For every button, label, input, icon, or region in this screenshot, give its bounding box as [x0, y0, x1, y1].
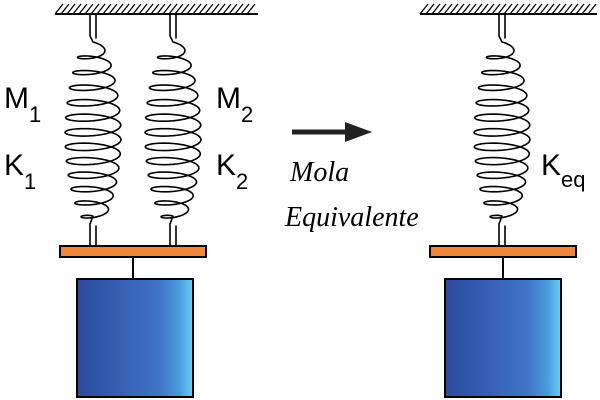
ceiling-hatch-line — [54, 3, 64, 15]
ceiling-hatch-line — [234, 3, 244, 15]
ceiling-hatch-line — [198, 3, 208, 15]
ceiling-hatch-line — [479, 3, 489, 15]
ceiling-hatch-line — [72, 3, 82, 15]
ceiling-hatch-line — [569, 3, 579, 15]
label-keq: Keq — [541, 149, 586, 192]
ceiling-hatch-line — [132, 3, 142, 15]
spring-coil — [64, 13, 122, 247]
ceiling-hatch-line — [240, 3, 250, 15]
ceiling-hatch-line — [144, 3, 154, 15]
ceiling-hatch-line — [156, 3, 166, 15]
ceiling-hatch-line — [449, 3, 459, 15]
ceiling-hatch-line — [150, 3, 160, 15]
label-m1: M1 — [4, 82, 41, 127]
ceiling-hatch-line — [84, 3, 94, 15]
ceiling-hatch-line — [467, 3, 477, 15]
plate-left — [59, 245, 207, 258]
ceiling-hatch-line — [126, 3, 136, 15]
ceiling-hatch-line — [521, 3, 531, 15]
ceiling-hatch-line — [114, 3, 124, 15]
ceiling-hatch-line — [186, 3, 196, 15]
mass-block-left — [76, 278, 194, 398]
spring-1 — [64, 13, 122, 247]
ceiling-hatch-line — [162, 3, 172, 15]
ceiling-hatch-line — [455, 3, 465, 15]
transition-line-1: Mola — [289, 157, 349, 188]
ceiling-hatch-line — [168, 3, 178, 15]
ceiling-hatch-line — [545, 3, 555, 15]
ceiling-hatch-line — [90, 3, 100, 15]
ceiling-hatch-line — [539, 3, 549, 15]
ceiling-hatch-line — [563, 3, 573, 15]
ceiling-hatch-line — [216, 3, 226, 15]
ceiling-hatch-line — [174, 3, 184, 15]
ceiling-right — [419, 3, 597, 15]
spring-equivalent — [473, 13, 531, 247]
ceiling-hatch-line — [527, 3, 537, 15]
ceiling-hatch-line — [120, 3, 130, 15]
ceiling-hatch-line — [192, 3, 202, 15]
ceiling-hatch-line — [533, 3, 543, 15]
ceiling-hatch-line — [419, 3, 429, 15]
ceiling-hatch-line — [222, 3, 232, 15]
label-k2: K2 — [216, 149, 248, 194]
ceiling-hatch-line — [66, 3, 76, 15]
ceiling-hatch-line — [557, 3, 567, 15]
ceiling-hatch-line — [138, 3, 148, 15]
transition-line-2: Equivalente — [284, 202, 419, 233]
ceiling-hatch-line — [437, 3, 447, 15]
arrow-icon — [292, 122, 372, 142]
mass-block-right — [444, 278, 562, 398]
plate-right — [429, 245, 577, 258]
ceiling-hatch-line — [425, 3, 435, 15]
spring-2 — [144, 13, 202, 247]
spring-coil — [144, 13, 202, 247]
ceiling-hatch-line — [60, 3, 70, 15]
label-m2: M2 — [216, 82, 253, 127]
ceiling-hatch-line — [491, 3, 501, 15]
ceiling-hatch-line — [431, 3, 441, 15]
ceiling-hatch-line — [443, 3, 453, 15]
ceiling-hatch-line — [503, 3, 513, 15]
ceiling-hatch-line — [210, 3, 220, 15]
ceiling-hatch-line — [551, 3, 561, 15]
label-k1: K1 — [4, 149, 36, 194]
ceiling-hatch-line — [96, 3, 106, 15]
ceiling-hatch-line — [204, 3, 214, 15]
ceiling-hatch-line — [228, 3, 238, 15]
ceiling-hatch-line — [246, 3, 256, 15]
ceiling-hatch-line — [108, 3, 118, 15]
ceiling-hatch-line — [180, 3, 190, 15]
ceiling-hatch-line — [485, 3, 495, 15]
ceiling-hatch-line — [581, 3, 591, 15]
ceiling-hatch-line — [102, 3, 112, 15]
ceiling-hatch-line — [497, 3, 507, 15]
ceiling-hatch-line — [461, 3, 471, 15]
ceiling-hatch-line — [515, 3, 525, 15]
ceiling-left — [54, 3, 258, 15]
ceiling-hatch-line — [575, 3, 585, 15]
ceiling-hatch-line — [473, 3, 483, 15]
ceiling-hatch-line — [509, 3, 519, 15]
ceiling-hatch-line — [587, 3, 597, 15]
ceiling-hatch-line — [78, 3, 88, 15]
spring-coil — [473, 13, 531, 247]
